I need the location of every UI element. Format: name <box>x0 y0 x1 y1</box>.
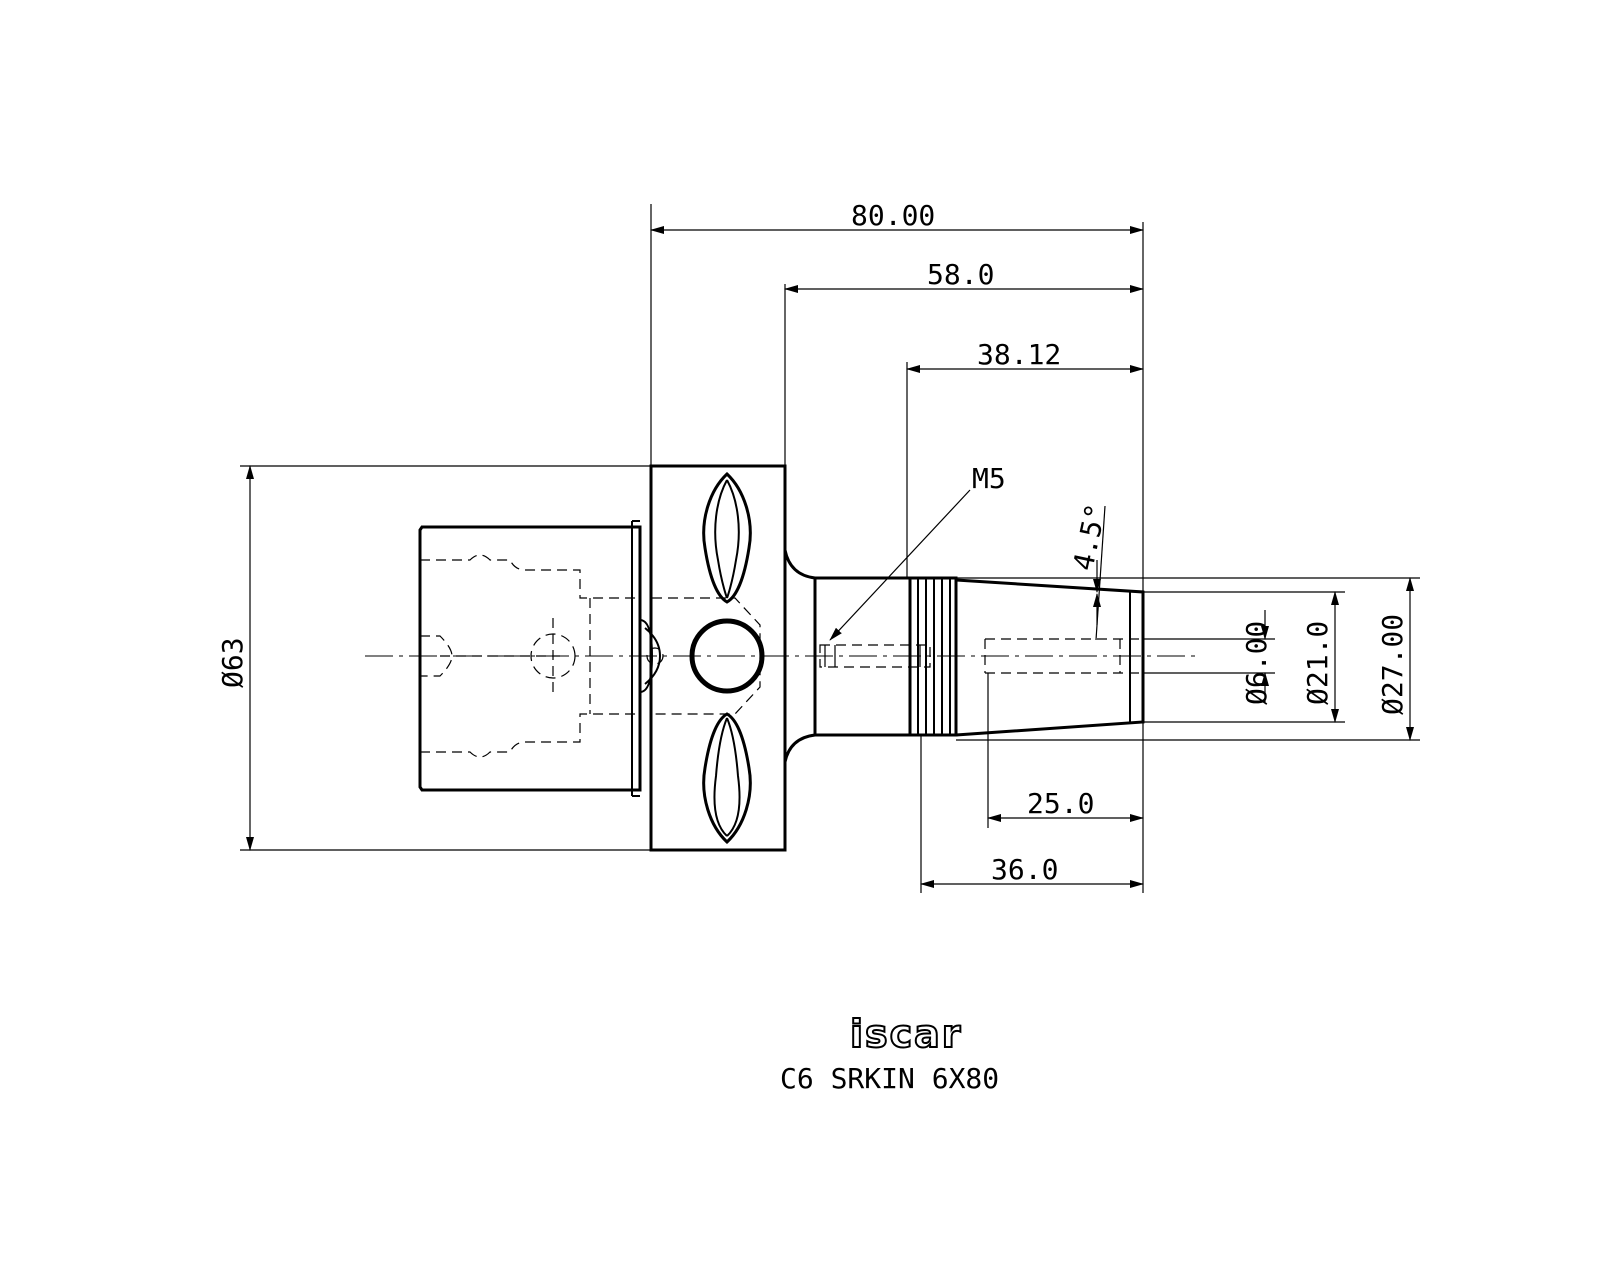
dim-length-36: 36.0 <box>991 853 1058 886</box>
shank-hidden-contour <box>420 554 640 599</box>
dim-bore-dia: Ø6.00 <box>1240 621 1273 705</box>
gripper-groove-bottom <box>702 712 752 845</box>
flange-body <box>649 464 787 852</box>
dim-taper-angle: 4.5° <box>1067 501 1113 574</box>
tool-holder-outline <box>365 464 1195 852</box>
dim-length-25: 25.0 <box>1027 787 1094 820</box>
iscar-logo: iscar <box>850 1012 963 1056</box>
tool-designation: C6 SRKIN 6X80 <box>780 1062 999 1095</box>
dim-dia-21: Ø21.0 <box>1301 621 1334 705</box>
neck-transition <box>783 466 910 580</box>
gripper-groove-top <box>702 471 752 604</box>
screw-hole-hidden <box>646 647 664 665</box>
dim-overall-length: 80.00 <box>851 199 935 232</box>
dim-dia-27: Ø27.00 <box>1376 614 1409 715</box>
set-screw-hidden <box>819 644 931 668</box>
clamping-shank <box>418 525 642 792</box>
taper-nose <box>955 578 1145 737</box>
radial-hole <box>689 618 765 694</box>
dim-thread: M5 <box>972 462 1006 495</box>
dim-length-58: 58.0 <box>927 258 994 291</box>
dim-length-38: 38.12 <box>977 338 1061 371</box>
dimension-lines <box>240 204 1420 893</box>
dim-flange-dia: Ø63 <box>216 637 249 688</box>
